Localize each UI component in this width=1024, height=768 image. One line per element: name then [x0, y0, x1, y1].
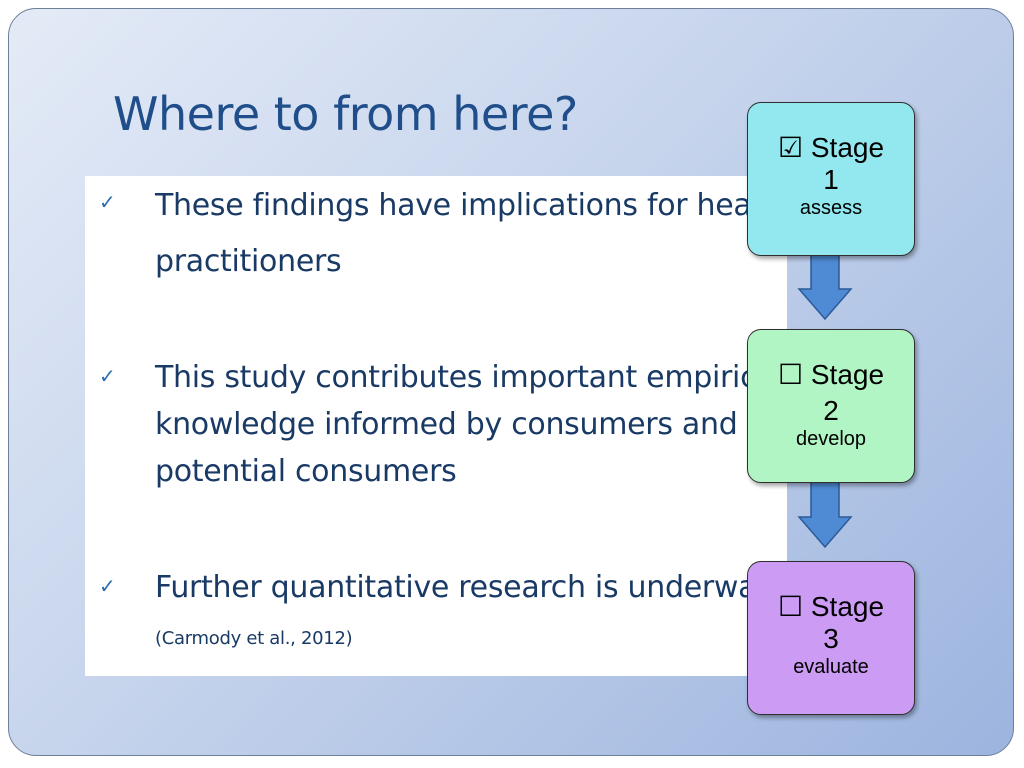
stage-3-title: ☐ Stage	[748, 590, 914, 624]
stage-2-label: Stage	[810, 359, 885, 390]
checkmark-icon: ✓	[99, 364, 116, 388]
stage-1-box: ☑ Stage 1 assess	[747, 102, 915, 256]
empty-box-icon: ☐	[777, 591, 804, 622]
checkmark-icon: ✓	[99, 574, 116, 598]
stage-2-box: ☐ Stage 2 develop	[747, 329, 915, 483]
stage-3-number: 3	[823, 623, 839, 654]
stage-3-subtitle: evaluate	[793, 656, 869, 678]
checked-box-icon: ☑	[777, 132, 804, 163]
bullet-text-1: These findings have implications for hea…	[155, 188, 790, 279]
down-arrow-icon	[797, 253, 853, 321]
bullet-text-3: Further quantitative research is underwa…	[155, 564, 815, 662]
content-box: ✓ These findings have implications for h…	[85, 176, 790, 676]
stage-1-number: 1	[823, 164, 839, 195]
stage-1-label: Stage	[810, 132, 885, 163]
stage-1-title: ☑ Stage	[748, 131, 914, 165]
stage-3-label: Stage	[810, 591, 885, 622]
slide-title: Where to from here?	[113, 87, 578, 141]
stage-2-title: ☐ Stage	[748, 358, 914, 392]
stage-2-subtitle: develop	[795, 428, 867, 450]
slide: Where to from here? ✓ These findings hav…	[8, 8, 1014, 756]
stage-1-subtitle: assess	[799, 197, 863, 219]
checkmark-icon: ✓	[99, 190, 116, 214]
stage-3-box: ☐ Stage 3 evaluate	[747, 561, 915, 715]
empty-box-icon: ☐	[777, 359, 804, 390]
stage-2-number: 2	[823, 395, 839, 426]
citation: (Carmody et al., 2012)	[155, 628, 353, 649]
down-arrow-icon	[797, 481, 853, 549]
bullet-text-2: This study contributes important empiric…	[155, 360, 783, 489]
bullet-text-3-main: Further quantitative research is underwa…	[155, 570, 774, 605]
